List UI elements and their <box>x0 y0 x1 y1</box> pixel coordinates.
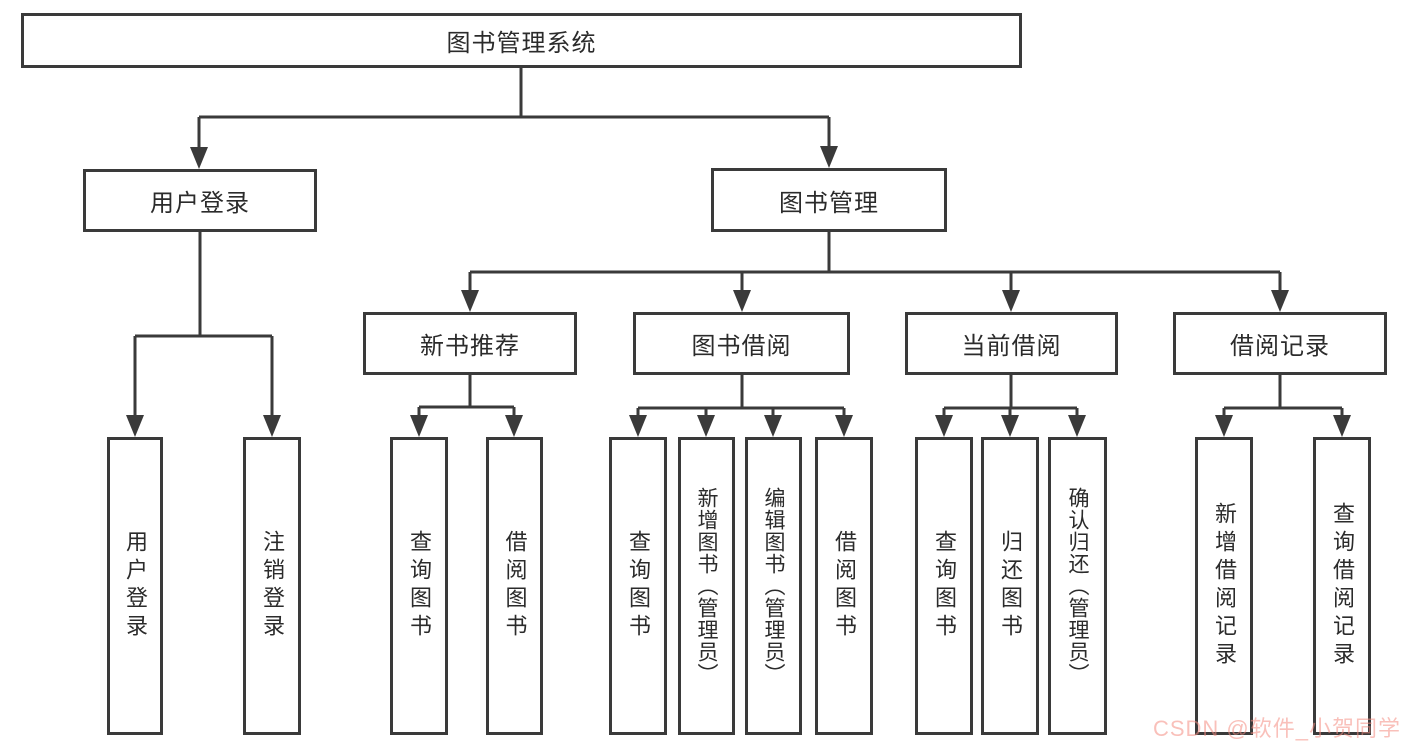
node-newbook-query-books: 查询图书 <box>390 437 448 735</box>
node-library-system: 图书管理系统 <box>21 13 1022 68</box>
node-current-confirm-return-admin: 确认归还（管理员） <box>1048 437 1107 735</box>
node-current-borrowing: 当前借阅 <box>905 312 1118 375</box>
node-book-borrowing: 图书借阅 <box>633 312 850 375</box>
node-borrowing-add-books-admin: 新增图书（管理员） <box>678 437 735 735</box>
node-user-login-action: 用户登录 <box>107 437 163 735</box>
node-book-management: 图书管理 <box>711 168 947 232</box>
node-current-query-books: 查询图书 <box>915 437 973 735</box>
node-borrowing-edit-books-admin: 编辑图书（管理员） <box>745 437 802 735</box>
node-newbook-borrow-books: 借阅图书 <box>486 437 543 735</box>
node-records-add-record: 新增借阅记录 <box>1195 437 1253 735</box>
node-current-return-books: 归还图书 <box>981 437 1039 735</box>
node-borrowing-query-books: 查询图书 <box>609 437 667 735</box>
node-borrowing-records: 借阅记录 <box>1173 312 1387 375</box>
node-new-book-recommend: 新书推荐 <box>363 312 577 375</box>
csdn-watermark: CSDN @软件_小贺同学 <box>1152 716 1401 741</box>
node-user-login-module: 用户登录 <box>83 169 317 232</box>
node-logout: 注销登录 <box>243 437 301 735</box>
node-records-query-record: 查询借阅记录 <box>1313 437 1371 735</box>
node-borrowing-borrow-books: 借阅图书 <box>815 437 873 735</box>
